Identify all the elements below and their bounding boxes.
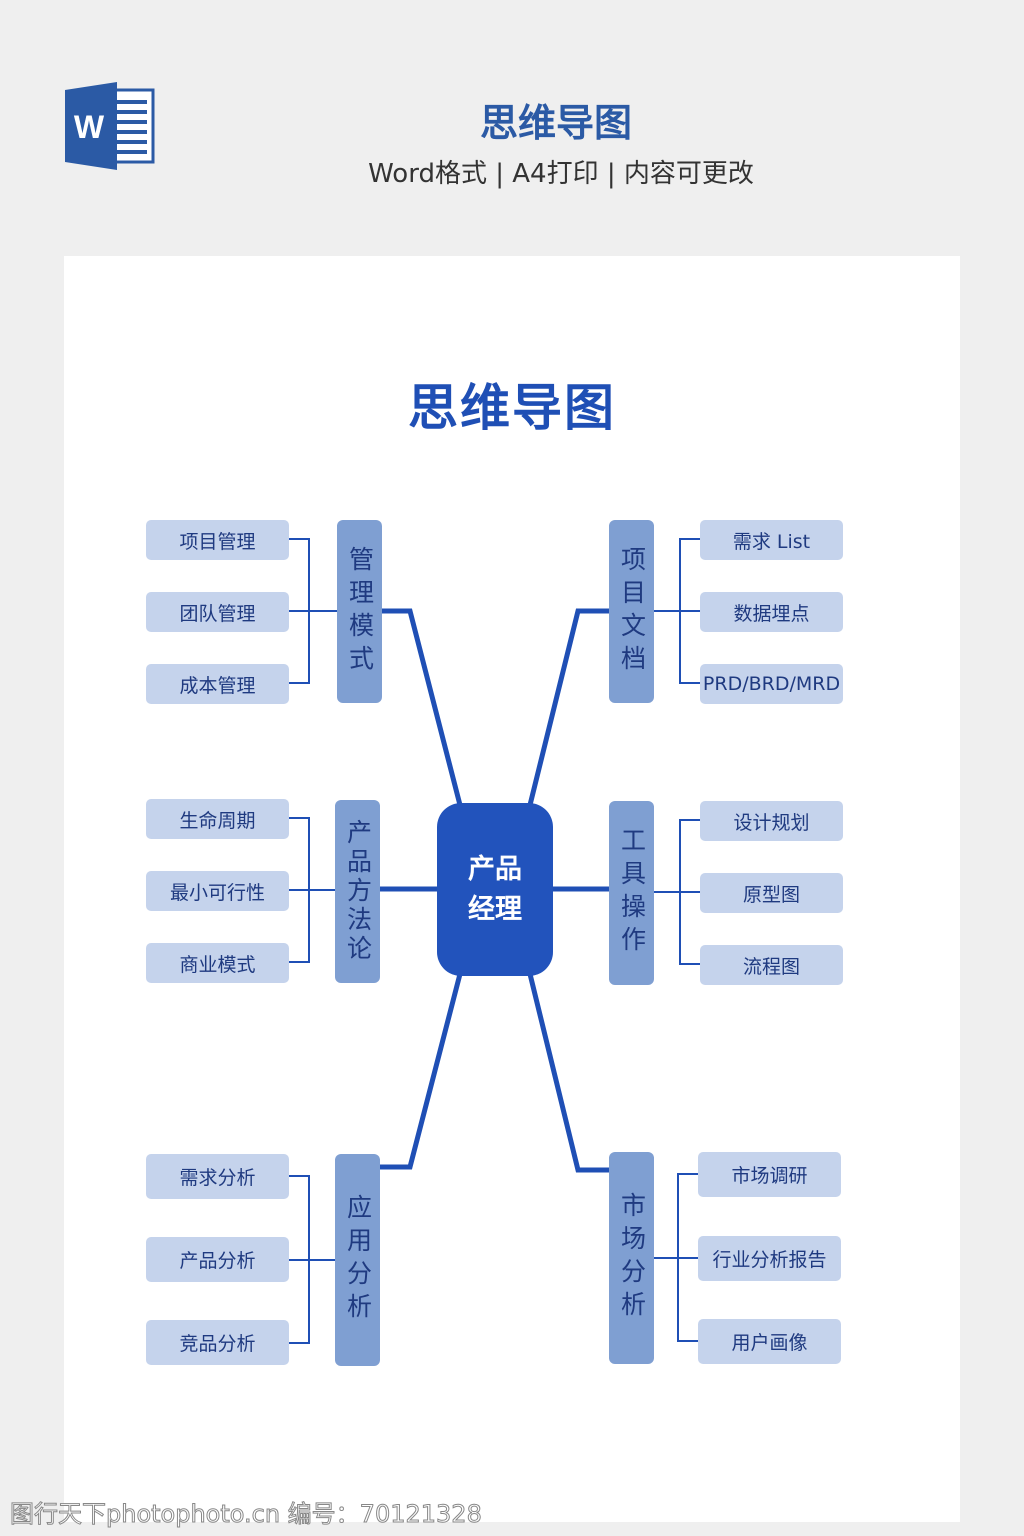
leaf-node: 需求 List [700,520,843,560]
leaf-node: 流程图 [700,945,843,985]
leaf-node: 原型图 [700,873,843,913]
leaf-node: 行业分析报告 [698,1236,841,1281]
leaf-node: 用户画像 [698,1319,841,1364]
category-node: 管理模式 [337,520,382,703]
center-line1: 产品 [468,853,522,885]
word-logo-icon: W [65,82,155,170]
bracket-lines [289,538,700,1344]
document-title: 思维导图 [408,378,616,437]
leaf-node: PRD/BRD/MRD [700,664,843,704]
main-branch-lines [380,608,609,1173]
leaf-node: 团队管理 [146,592,289,632]
category-node: 项目文档 [609,520,654,703]
svg-text:W: W [74,109,105,145]
header-title: 思维导图 [479,101,632,145]
leaf-node: 市场调研 [698,1152,841,1197]
leaf-node: 竞品分析 [146,1320,289,1365]
category-node: 产品方法论 [335,800,380,983]
leaf-node: 生命周期 [146,799,289,839]
center-node: 产品 经理 [437,803,553,976]
leaf-node: 产品分析 [146,1237,289,1282]
category-node: 工具操作 [609,801,654,985]
center-line2: 经理 [468,893,522,925]
category-node: 市场分析 [609,1152,654,1364]
leaf-node: 成本管理 [146,664,289,704]
leaf-node: 设计规划 [700,801,843,841]
leaf-node: 项目管理 [146,520,289,560]
leaf-node: 最小可行性 [146,871,289,911]
watermark: 图行天下photophoto.cn 编号：70121328 [10,1500,483,1529]
leaf-node: 需求分析 [146,1154,289,1199]
header-subtitle: Word格式 | A4打印 | 内容可更改 [368,159,754,189]
category-node: 应用分析 [335,1154,380,1366]
leaf-node: 商业模式 [146,943,289,983]
leaf-node: 数据埋点 [700,592,843,632]
